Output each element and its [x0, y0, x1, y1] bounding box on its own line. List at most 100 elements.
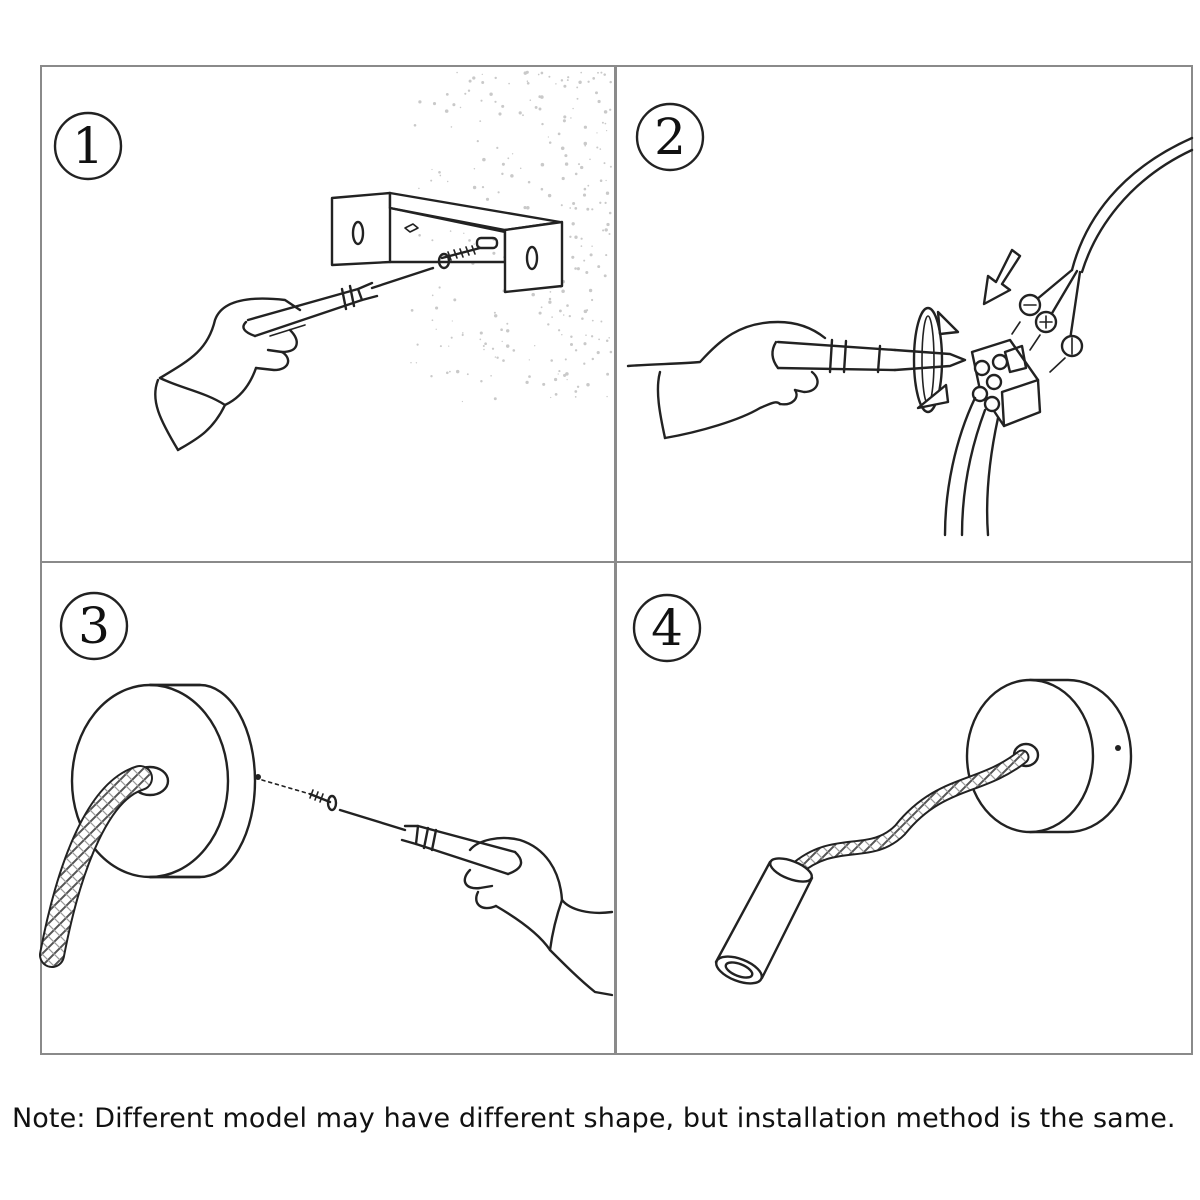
ceiling-canopy-illustration: [72, 685, 261, 877]
wall-speck: [577, 98, 579, 100]
wall-speck: [431, 239, 433, 241]
wires-illustration: [945, 138, 1192, 535]
wall-speck: [494, 397, 497, 400]
wall-speck: [417, 344, 419, 346]
wall-speck: [506, 329, 509, 332]
wall-speck: [492, 252, 495, 255]
wall-speck: [605, 202, 607, 204]
wall-speck: [574, 236, 577, 239]
wall-speck: [416, 362, 417, 363]
wall-speck: [592, 320, 594, 322]
wall-speck: [575, 349, 577, 351]
wall-speck: [597, 265, 600, 268]
wall-speck: [602, 229, 604, 231]
wall-speck: [472, 76, 475, 79]
wall-speck: [563, 85, 566, 88]
wall-speck: [567, 79, 569, 81]
wall-speck: [567, 76, 569, 78]
wall-speck: [609, 109, 611, 111]
wall-speck: [570, 335, 572, 337]
wall-speck: [585, 334, 587, 336]
wall-speck: [414, 124, 417, 127]
wall-speck: [448, 345, 449, 346]
wall-speck: [418, 100, 421, 103]
wall-speck: [580, 166, 583, 169]
wall-speck: [572, 222, 575, 225]
wall-speck: [510, 174, 514, 178]
wall-canopy-illustration: [967, 680, 1131, 832]
wall-speck: [584, 142, 588, 146]
wall-speck: [550, 397, 551, 398]
wall-speck: [576, 86, 578, 88]
wall-speck: [578, 163, 580, 165]
wall-speck: [569, 236, 571, 238]
wall-speck: [551, 316, 553, 318]
wall-speck: [603, 73, 606, 76]
wall-speck: [572, 108, 573, 109]
wall-speck: [577, 267, 580, 270]
step-2-number: 2: [654, 108, 686, 166]
wall-speck: [522, 114, 524, 116]
wall-speck: [609, 212, 612, 215]
panel-step-3: 3: [41, 562, 615, 1054]
wall-speck: [584, 126, 587, 129]
wall-speck: [501, 173, 503, 175]
wall-speck: [575, 396, 577, 398]
wall-speck: [600, 148, 602, 150]
wall-speck: [446, 372, 449, 375]
wall-speck: [526, 206, 530, 210]
wall-speck: [574, 267, 577, 270]
wall-speck: [577, 386, 579, 388]
wall-speck: [482, 158, 486, 162]
wall-speck: [460, 107, 461, 108]
installation-diagram: 1: [0, 0, 1200, 1060]
wall-speck: [477, 140, 479, 142]
wall-speck: [555, 393, 558, 396]
wall-speck: [567, 379, 568, 380]
wall-speck: [482, 186, 484, 188]
wall-speck: [479, 339, 481, 341]
wall-speck: [440, 345, 442, 347]
wall-speck: [541, 123, 543, 125]
wall-speck: [498, 112, 501, 115]
wall-speck: [451, 126, 453, 128]
wall-speck: [609, 81, 611, 83]
wall-speck: [502, 359, 505, 362]
screw-illustration: [262, 780, 336, 810]
wall-speck: [563, 374, 566, 377]
wall-speck: [561, 334, 562, 335]
wall-speck: [528, 181, 531, 184]
wall-speck: [581, 245, 583, 247]
wall-speck: [500, 328, 503, 331]
wall-speck: [527, 82, 530, 85]
wall-speck: [449, 371, 451, 373]
insert-arrow-icon: [984, 250, 1020, 304]
wall-speck: [435, 306, 438, 309]
wall-speck: [565, 358, 567, 360]
wall-speck: [411, 309, 414, 312]
screwdriver-illustration: [772, 340, 965, 372]
wall-speck: [605, 254, 607, 256]
wall-speck: [591, 208, 593, 210]
wall-speck: [450, 230, 452, 232]
wall-speck: [592, 358, 594, 360]
wall-speck: [605, 123, 607, 125]
wall-speck: [495, 356, 496, 357]
wall-speck: [467, 373, 469, 375]
wall-speck: [605, 228, 608, 231]
wall-speck: [581, 317, 584, 320]
wall-speck: [530, 99, 532, 101]
wall-speck: [597, 351, 600, 354]
wall-speck: [451, 337, 453, 339]
wall-speck: [606, 223, 609, 226]
wall-speck: [502, 341, 503, 342]
wall-speck: [584, 188, 587, 191]
wall-speck: [496, 147, 498, 149]
wall-speck: [550, 291, 552, 293]
wall-speck: [526, 71, 529, 74]
wall-speck: [473, 243, 474, 244]
wall-speck: [527, 80, 529, 82]
wall-speck: [574, 390, 577, 393]
wall-speck: [468, 239, 471, 242]
wall-speck: [597, 72, 599, 74]
